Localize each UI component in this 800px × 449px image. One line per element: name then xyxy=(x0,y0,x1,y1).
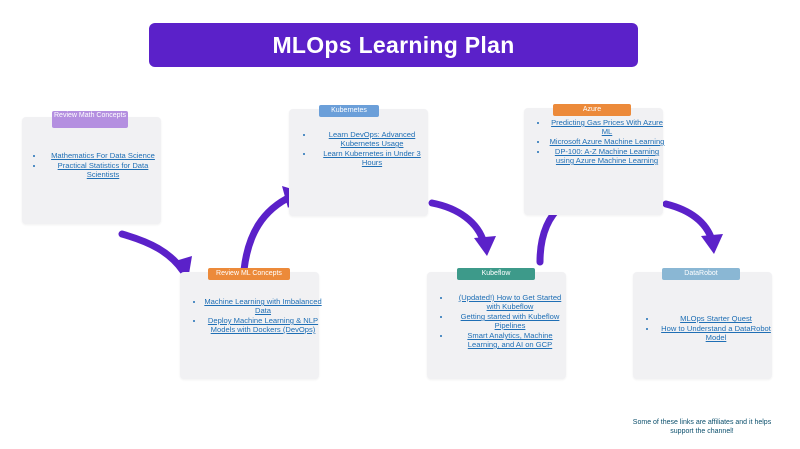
arrowhead-kubernetes-to-kubeflow xyxy=(474,236,496,256)
arrow-kubernetes-to-kubeflow xyxy=(428,199,488,247)
link-get-started-kubeflow[interactable]: (Updated!) How to Get Started with Kubef… xyxy=(458,293,562,311)
list-item: Microsoft Azure Machine Learning xyxy=(548,137,666,146)
tag-kubeflow: Kubeflow xyxy=(457,268,535,280)
list-item: Learn Kubernetes in Under 3 Hours xyxy=(314,149,430,167)
list-item: Learn DevOps: Advanced Kubernetes Usage xyxy=(314,130,430,148)
list-item: (Updated!) How to Get Started with Kubef… xyxy=(451,293,569,311)
arrow-azure-to-datarobot xyxy=(662,200,716,244)
tag-label: Kubernetes xyxy=(331,107,367,114)
list-item: MLOps Starter Quest xyxy=(657,314,775,323)
title-banner: MLOps Learning Plan xyxy=(149,23,638,67)
link-smart-analytics-gcp[interactable]: Smart Analytics, Machine Learning, and A… xyxy=(467,331,553,349)
link-mlops-starter-quest[interactable]: MLOps Starter Quest xyxy=(680,314,752,323)
tag-label: Review ML Concepts xyxy=(216,270,282,277)
arrow-ml-to-kubernetes xyxy=(240,192,296,274)
tag-azure: Azure xyxy=(553,104,631,116)
link-list-kubeflow: (Updated!) How to Get Started with Kubef… xyxy=(437,293,569,350)
link-practical-statistics[interactable]: Practical Statistics for Data Scientists xyxy=(57,161,149,179)
card-review-ml xyxy=(180,272,319,379)
list-item: Smart Analytics, Machine Learning, and A… xyxy=(451,331,569,349)
list-item: Machine Learning with Imbalanced Data xyxy=(204,297,322,315)
list-item: DP-100: A-Z Machine Learning using Azure… xyxy=(548,147,666,165)
tag-label: Azure xyxy=(582,106,602,113)
link-microsoft-azure-ml[interactable]: Microsoft Azure Machine Learning xyxy=(549,137,665,146)
card-datarobot xyxy=(633,272,772,379)
link-kubeflow-pipelines[interactable]: Getting started with Kubeflow Pipelines xyxy=(460,312,560,330)
list-item: How to Understand a DataRobot Model xyxy=(657,324,775,342)
list-item: Deploy Machine Learning & NLP Models wit… xyxy=(204,316,322,334)
link-mathematics-for-data-science[interactable]: Mathematics For Data Science xyxy=(51,151,155,160)
card-review-math xyxy=(22,117,161,224)
list-item: Getting started with Kubeflow Pipelines xyxy=(451,312,569,330)
card-kubeflow xyxy=(427,272,566,379)
list-item: Practical Statistics for Data Scientists xyxy=(44,161,162,179)
link-understand-datarobot-model[interactable]: How to Understand a DataRobot Model xyxy=(661,324,771,342)
link-learn-devops-kubernetes[interactable]: Learn DevOps: Advanced Kubernetes Usage xyxy=(328,130,416,148)
link-learn-kubernetes-3-hours[interactable]: Learn Kubernetes in Under 3 Hours xyxy=(323,149,421,167)
card-kubernetes xyxy=(289,109,428,216)
link-deploy-ml-nlp-dockers[interactable]: Deploy Machine Learning & NLP Models wit… xyxy=(207,316,319,334)
link-list-kubernetes: Learn DevOps: Advanced Kubernetes Usage … xyxy=(300,130,430,168)
link-list-review-ml: Machine Learning with Imbalanced Data De… xyxy=(190,297,322,335)
link-dp100-azure[interactable]: DP-100: A-Z Machine Learning using Azure… xyxy=(554,147,660,165)
card-azure xyxy=(524,108,663,215)
list-item: Mathematics For Data Science xyxy=(44,151,162,160)
link-ml-imbalanced-data[interactable]: Machine Learning with Imbalanced Data xyxy=(204,297,322,315)
link-list-review-math: Mathematics For Data Science Practical S… xyxy=(30,151,162,180)
affiliate-footnote: Some of these links are affiliates and i… xyxy=(632,419,772,435)
arrow-math-to-ml xyxy=(118,230,187,275)
link-list-datarobot: MLOps Starter Quest How to Understand a … xyxy=(643,314,775,343)
tag-label: DataRobot xyxy=(684,270,718,277)
tag-review-ml: Review ML Concepts xyxy=(208,268,290,280)
tag-kubernetes: Kubernetes xyxy=(319,105,379,117)
link-list-azure: Predicting Gas Prices With Azure ML Micr… xyxy=(534,118,666,166)
page-title: MLOps Learning Plan xyxy=(272,31,515,58)
tag-label: Kubeflow xyxy=(481,270,511,277)
list-item: Predicting Gas Prices With Azure ML xyxy=(548,118,666,136)
arrowhead-azure-to-datarobot xyxy=(701,234,723,254)
tag-label: Review Math Concepts xyxy=(54,112,126,119)
tag-review-math: Review Math Concepts xyxy=(52,111,128,128)
tag-datarobot: DataRobot xyxy=(662,268,740,280)
link-predicting-gas-prices[interactable]: Predicting Gas Prices With Azure ML xyxy=(551,118,663,136)
